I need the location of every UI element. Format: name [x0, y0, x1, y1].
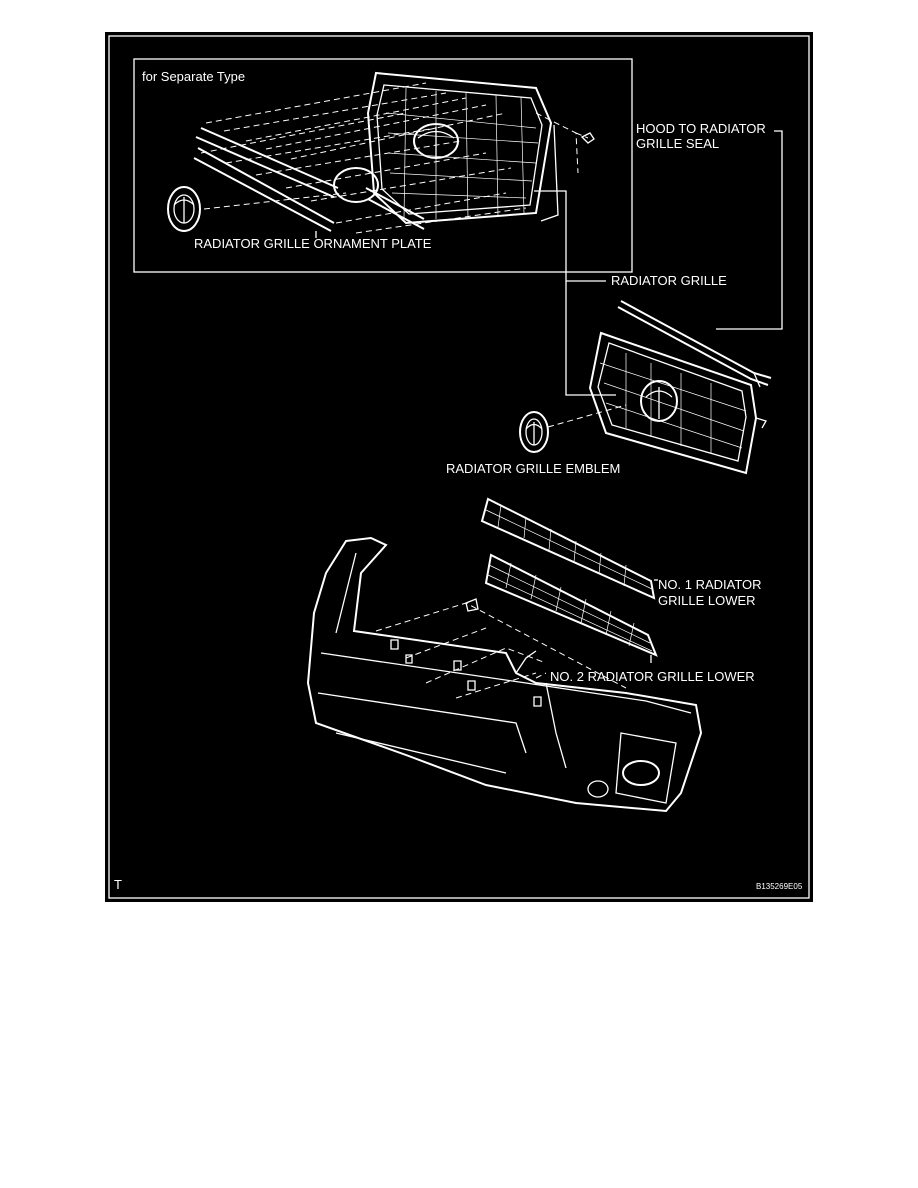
label-hood-seal-2: GRILLE SEAL: [636, 136, 719, 151]
leader-radiator-grille-top: [534, 190, 606, 282]
fastener-icons: [390, 598, 542, 707]
label-no1-lower-2: GRILLE LOWER: [658, 593, 756, 608]
no1-radiator-grille-lower: [480, 497, 656, 600]
label-no2-lower: NO. 2 RADIATOR GRILLE LOWER: [550, 669, 755, 684]
emblem-icon: [519, 411, 549, 453]
corner-mark: T: [114, 877, 122, 892]
label-no1-lower-1: NO. 1 RADIATOR: [658, 577, 762, 592]
parts-diagram: for Separate Type: [105, 32, 813, 902]
hood-to-radiator-grille-seal: [617, 300, 772, 388]
clip-icon: [580, 132, 595, 144]
fog-lamp-opening: [622, 760, 660, 786]
label-radiator-grille: RADIATOR GRILLE: [611, 273, 727, 288]
label-ornament-plate: RADIATOR GRILLE ORNAMENT PLATE: [194, 236, 432, 251]
inset-emblem-icon: [167, 186, 201, 232]
figure-code: B135269E05: [756, 882, 803, 891]
radiator-grille: [588, 331, 767, 475]
no2-radiator-grille-lower: [484, 553, 658, 657]
separate-type-inset: for Separate Type: [133, 58, 633, 273]
diagram-frame: [108, 35, 810, 899]
front-bumper: [306, 536, 703, 813]
leader-hood-seal: [716, 130, 783, 330]
leader-radiator-grille-main: [565, 281, 616, 396]
inset-radiator-grille: [366, 71, 559, 225]
label-grille-emblem: RADIATOR GRILLE EMBLEM: [446, 461, 620, 476]
label-hood-seal-1: HOOD TO RADIATOR: [636, 121, 766, 136]
inset-title: for Separate Type: [142, 69, 245, 84]
grille-emblem-icon: [640, 380, 678, 422]
radiator-grille-emblem: [519, 404, 627, 453]
ornament-plate: [193, 127, 425, 232]
inset-frame: [133, 58, 633, 273]
